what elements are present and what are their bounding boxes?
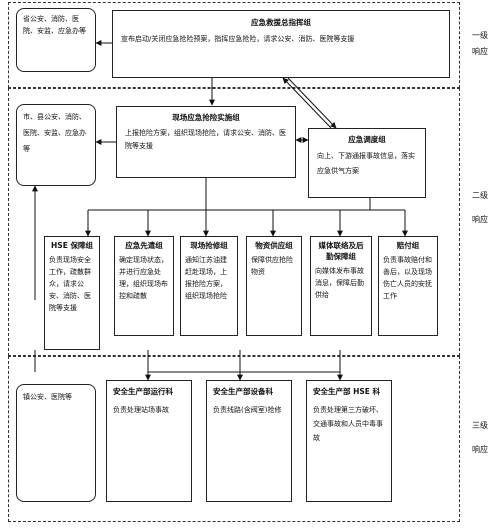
level-2-label: 二级 响应 xyxy=(462,190,498,226)
equipment-section-body: 负责线路(含阀室)抢修 xyxy=(213,406,282,414)
level-1-label-line1: 一级 xyxy=(472,31,488,40)
site-group-title: 现场应急抢险实施组 xyxy=(172,113,240,122)
media-logistics-group-box: 媒体联络及后勤保障组 向媒体发布事故消息，保障后勤供给 xyxy=(310,236,372,336)
level-3-label: 三级 响应 xyxy=(462,420,498,456)
supply-group-box: 物资供应组 保障供应抢险物资 xyxy=(246,236,302,336)
advance-group-body: 确定现场状态，并进行应急处理，组织现场布控和疏散 xyxy=(119,256,168,300)
level-2-region xyxy=(8,88,460,356)
level-1-region xyxy=(8,2,460,88)
equipment-section-box: 安全生产部设备科 负责线路(含阀室)抢修 xyxy=(206,380,292,502)
compensation-group-body: 负责事故赔付和善后，以及现场伤亡人员的安抚工作 xyxy=(383,256,432,300)
dispatch-group-box: 应急调度组 向上、下游通报事故信息，落实应急供气方案 xyxy=(308,128,426,198)
advance-group-box: 应急先遣组 确定现场状态，并进行应急处理，组织现场布控和疏散 xyxy=(114,236,174,336)
level-1-label: 一级 响应 xyxy=(462,30,498,58)
level-3-label-line1: 三级 xyxy=(472,421,488,430)
hse-section-body: 负责处理第三方破坏、交通事故和人员中毒事故 xyxy=(313,406,383,442)
equipment-section-title: 安全生产部设备科 xyxy=(213,387,273,396)
level-1-label-line2: 响应 xyxy=(472,47,488,56)
repair-group-body: 通知江苏油建赶赴现场，上报抢险方案，组织现场抢险 xyxy=(185,256,227,300)
advance-group-title: 应急先遣组 xyxy=(125,241,163,250)
province-agencies-box: 省公安、消防、医院、安监、应急办等 xyxy=(16,8,96,72)
hse-section-box: 安全生产部 HSE 科 负责处理第三方破坏、交通事故和人员中毒事故 xyxy=(306,380,392,502)
hse-section-title: 安全生产部 HSE 科 xyxy=(313,387,381,396)
town-agencies-box: 镇公安、医院等 xyxy=(16,384,96,502)
city-agencies-box: 市、县公安、消防、医院、安监、应急办等 xyxy=(16,104,96,186)
supply-group-body: 保障供应抢险物资 xyxy=(251,256,293,276)
town-agencies-text: 镇公安、医院等 xyxy=(23,393,72,401)
repair-group-box: 现场抢修组 通知江苏油建赶赴现场，上报抢险方案，组织现场抢险 xyxy=(180,236,238,336)
level-3-label-line2: 响应 xyxy=(472,445,488,454)
media-logistics-group-title: 媒体联络及后勤保障组 xyxy=(318,241,364,261)
compensation-group-box: 赔付组 负责事故赔付和善后，以及现场伤亡人员的安抚工作 xyxy=(378,236,438,336)
command-group-body: 宣布启动/关闭应急抢险预案，指挥应急抢险，请求公安、消防、医院等支援 xyxy=(121,35,355,43)
dispatch-group-body: 向上、下游通报事故信息，落实应急供气方案 xyxy=(317,152,415,175)
supply-group-title: 物资供应组 xyxy=(255,241,293,250)
site-group-body: 上报抢险方案，组织现场抢险，请求公安、消防、医院等支援 xyxy=(125,129,286,150)
site-group-box: 现场应急抢险实施组 上报抢险方案，组织现场抢险，请求公安、消防、医院等支援 xyxy=(116,106,296,178)
media-logistics-group-body: 向媒体发布事故消息，保障后勤供给 xyxy=(315,267,364,299)
repair-group-title: 现场抢修组 xyxy=(190,241,228,250)
hse-support-group-body: 负责现场安全工作，疏散群众，请求公安、消防、医院等支援 xyxy=(49,256,91,312)
operations-section-title: 安全生产部运行科 xyxy=(113,387,173,396)
operations-section-body: 负责处理站场事故 xyxy=(113,406,169,414)
command-group-box: 应急救援总指挥组 宣布启动/关闭应急抢险预案，指挥应急抢险，请求公安、消防、医院… xyxy=(112,10,450,78)
command-group-title: 应急救援总指挥组 xyxy=(251,18,311,27)
compensation-group-title: 赔付组 xyxy=(396,241,420,250)
level-2-label-line2: 响应 xyxy=(472,215,488,224)
hse-support-group-box: HSE 保障组 负责现场安全工作，疏散群众，请求公安、消防、医院等支援 xyxy=(44,236,100,350)
province-agencies-text: 省公安、消防、医院、安监、应急办等 xyxy=(23,15,86,35)
operations-section-box: 安全生产部运行科 负责处理站场事故 xyxy=(106,380,192,502)
level-3-region xyxy=(8,356,460,522)
level-2-label-line1: 二级 xyxy=(472,191,488,200)
hse-support-group-title: HSE 保障组 xyxy=(51,241,93,250)
city-agencies-text: 市、县公安、消防、医院、安监、应急办等 xyxy=(23,113,86,153)
dispatch-group-title: 应急调度组 xyxy=(348,135,386,144)
